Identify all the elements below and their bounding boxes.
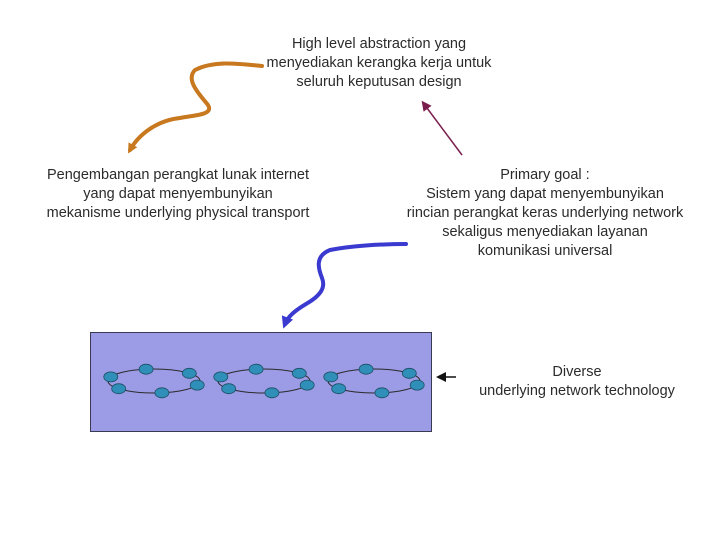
network-node [374,387,390,399]
left-text-line: mekanisme underlying physical transport [46,205,310,221]
network-node [299,379,315,391]
purple-arrow [421,100,463,156]
network-node [264,387,280,399]
network-label-line: underlying network technology [479,383,675,399]
network-diagram [103,363,425,399]
network-node [323,371,339,383]
network-node [358,363,374,375]
network-box [90,332,432,432]
left-text-line: yang dapat menyembunyikan [83,186,273,202]
network-node [189,379,205,391]
network-node [111,383,127,395]
top-text-line: High level abstraction yang [291,36,467,52]
network-node [331,383,347,395]
blue-arrow [281,242,408,329]
network-label-line: Diverse [552,364,602,380]
right-text-line: rincian perangkat keras underlying netwo… [406,205,684,221]
network-label: Diverse underlying network technology [457,363,697,401]
network-node [103,371,119,383]
network-node [409,379,425,391]
network-node [181,367,197,379]
network-node [401,367,417,379]
top-text-line: menyediakan kerangka kerja untuk [266,55,492,71]
right-text: Primary goal : Sistem yang dapat menyemb… [385,166,705,261]
right-text-line: Primary goal : [500,167,590,183]
top-text: High level abstraction yang menyediakan … [229,35,529,92]
network-node [221,383,237,395]
top-text-line: seluruh keputusan design [296,74,462,90]
right-text-line: komunikasi universal [477,243,613,259]
left-text: Pengembangan perangkat lunak internet ya… [18,166,338,223]
network-node [291,367,307,379]
network-node [154,387,170,399]
network-node [213,371,229,383]
right-text-line: Sistem yang dapat menyembunyikan [426,186,664,202]
orange-arrow [128,61,264,154]
right-text-line: sekaligus menyediakan layanan [442,224,648,240]
network-node [138,363,154,375]
left-text-line: Pengembangan perangkat lunak internet [47,167,309,183]
network-node [248,363,264,375]
